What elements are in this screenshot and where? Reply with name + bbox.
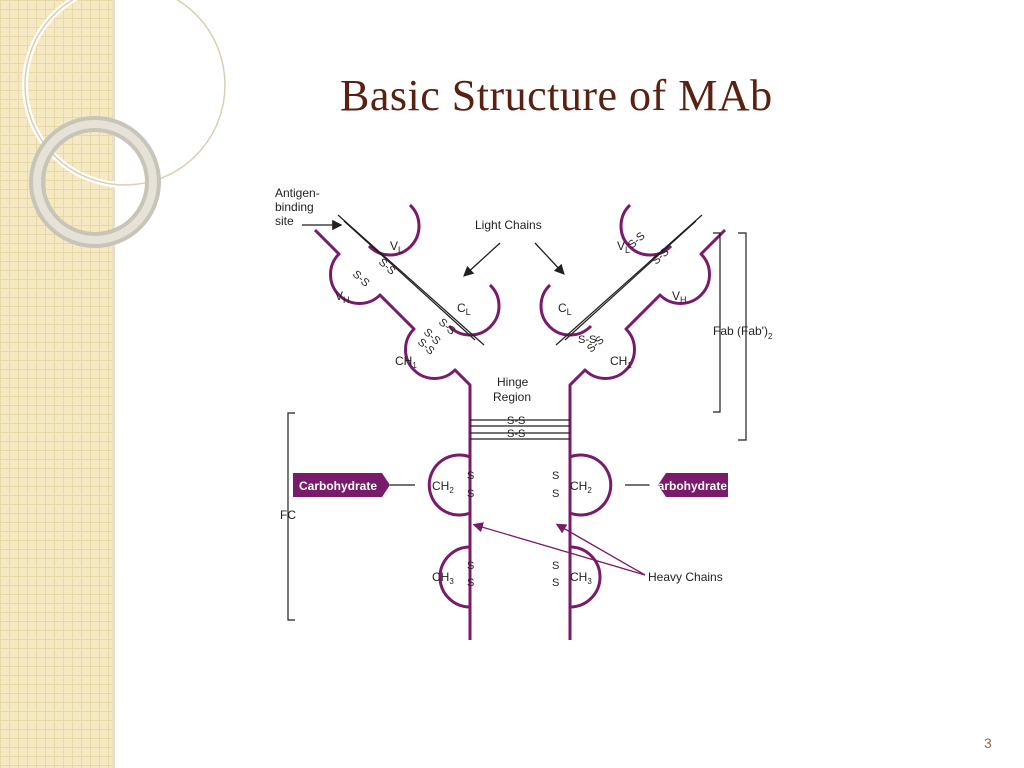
sidebar-edge <box>112 0 115 768</box>
antibody-diagram: Carbohydrate Carbohydrate Antigen- bindi… <box>275 186 773 640</box>
vh-label-right: VH <box>672 289 687 305</box>
fab-label: Fab (Fab')2 <box>713 324 773 341</box>
ch3-label-left: CH3 <box>432 570 454 586</box>
s-bond-ch2-right-top: S <box>552 470 559 482</box>
vh-label-left: VH <box>335 289 350 305</box>
heavy-chain-arrow-left <box>472 522 646 576</box>
s-bond-ch2-left-top: S <box>467 470 474 482</box>
slide-title: Basic Structure of MAb <box>340 71 773 120</box>
decorative-rings <box>22 0 228 248</box>
heavy-chain-arrow-right <box>555 523 646 576</box>
cl-label-right: CL <box>558 301 572 317</box>
carbohydrate-label-right: Carbohydrate <box>649 479 727 493</box>
fc-label: FC <box>280 508 296 522</box>
cl-label-left: CL <box>457 301 471 317</box>
page-number: 3 <box>984 735 992 751</box>
light-chain-arrow-left <box>463 242 501 277</box>
vl-label-right: VL <box>617 239 630 255</box>
ch1-label-left: CH1 <box>395 354 417 370</box>
light-chains-label: Light Chains <box>475 218 542 232</box>
carbohydrate-tag-left <box>293 473 390 497</box>
antigen-site-label-line1: Antigen- <box>275 186 320 200</box>
carbohydrate-label-left: Carbohydrate <box>299 479 377 493</box>
ss-bond-vh-left: S-S <box>350 268 372 289</box>
heavy-chains-label: Heavy Chains <box>648 570 723 584</box>
hinge-label-line1: Hinge <box>497 375 529 389</box>
s-bond-ch3-right-bottom: S <box>552 577 559 589</box>
ss-bond-cl-right: S-S <box>578 334 596 346</box>
thin-lines <box>287 214 747 621</box>
ss-bond-hinge-1: S-S <box>507 415 525 427</box>
s-bond-ch3-right-top: S <box>552 560 559 572</box>
antigen-site-label-line3: site <box>275 214 294 228</box>
ss-bond-hinge-2: S-S <box>507 428 525 440</box>
antigen-site-label-line2: binding <box>275 200 314 214</box>
chain-outlines <box>313 203 727 640</box>
ch2-label-left: CH2 <box>432 479 454 495</box>
s-bond-ch2-left-bottom: S <box>467 488 474 500</box>
ch1-label-right: CH1 <box>610 354 632 370</box>
hinge-label-line2: Region <box>493 390 531 404</box>
ch2-label-right: CH2 <box>570 479 592 495</box>
s-bond-ch3-left-bottom: S <box>467 577 474 589</box>
ss-bond-vl-left: S-S <box>376 256 398 277</box>
s-bond-ch2-right-bottom: S <box>552 488 559 500</box>
s-bond-ch3-left-top: S <box>467 560 474 572</box>
carbohydrate-tag-right <box>658 473 728 497</box>
vl-label-left: VL <box>390 239 403 255</box>
ch3-label-right: CH3 <box>570 570 592 586</box>
light-chain-arrow-right <box>534 242 565 275</box>
